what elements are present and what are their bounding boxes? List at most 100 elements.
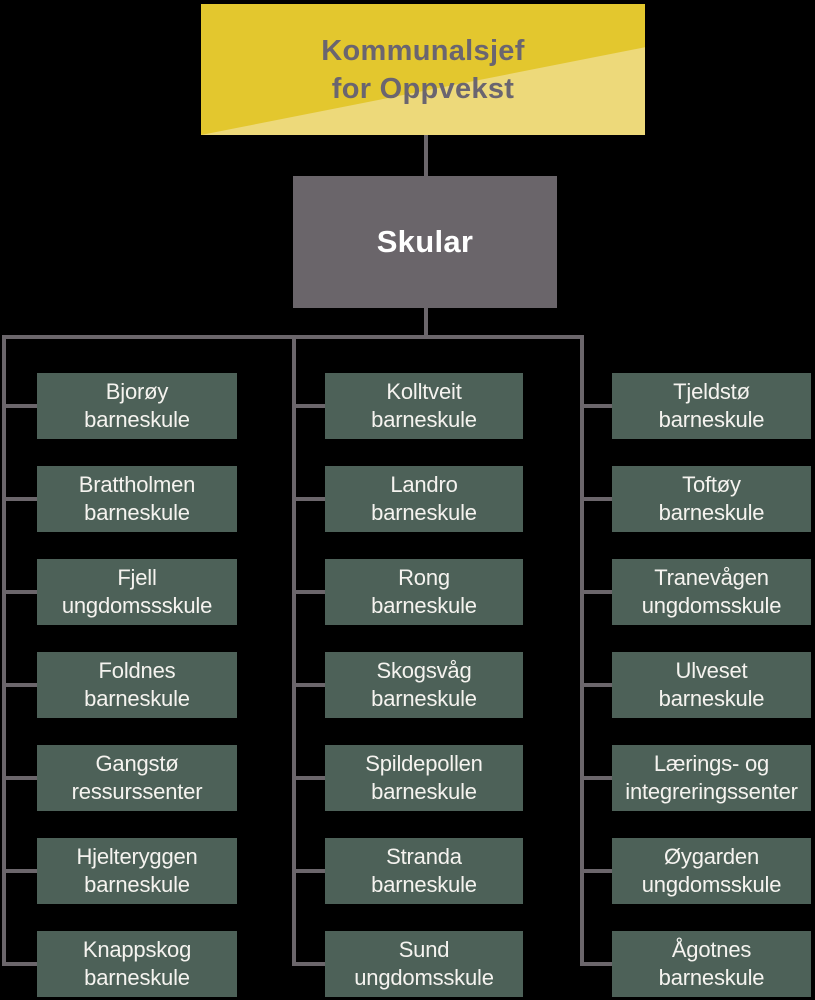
school-box: Fjell ungdomssskule — [37, 559, 237, 625]
school-box-line2: barneskule — [84, 686, 190, 711]
school-box-label: Spildepollen barneskule — [365, 750, 483, 806]
school-box-line1: Ulveset — [675, 658, 748, 683]
school-box: Ågotnes barneskule — [612, 931, 811, 997]
school-box-label: Tjeldstø barneskule — [659, 378, 765, 434]
school-box-line2: barneskule — [84, 407, 190, 432]
school-box-line2: barneskule — [371, 407, 477, 432]
connector-stub-col2-row3 — [292, 590, 325, 594]
school-box: Tjeldstø barneskule — [612, 373, 811, 439]
school-box: Toftøy barneskule — [612, 466, 811, 532]
school-box-label: Hjelteryggen barneskule — [76, 843, 197, 899]
school-box-line1: Sund — [398, 937, 450, 962]
school-box-line2: barneskule — [371, 686, 477, 711]
connector-stub-col2-row6 — [292, 869, 325, 873]
school-box-line1: Skogsvåg — [376, 658, 472, 683]
connector-rail-col1 — [2, 335, 6, 966]
school-box-line1: Øygarden — [663, 844, 759, 869]
school-box-line2: ungdomsskule — [641, 872, 782, 897]
school-box-label: Fjell ungdomssskule — [62, 564, 212, 620]
connector-stub-col1-row1 — [2, 404, 37, 408]
school-box-line2: barneskule — [84, 500, 190, 525]
school-box: Sund ungdomsskule — [325, 931, 523, 997]
school-box-label: Stranda barneskule — [371, 843, 477, 899]
connector-root-to-level2 — [424, 135, 428, 176]
school-box-label: Ågotnes barneskule — [659, 936, 765, 992]
connector-stub-col3-row4 — [580, 683, 612, 687]
connector-rail-col3 — [580, 335, 584, 966]
school-box: Tranevågen ungdomsskule — [612, 559, 811, 625]
school-box-label: Ulveset barneskule — [659, 657, 765, 713]
school-box-line2: barneskule — [658, 686, 765, 711]
school-box-line1: Hjelteryggen — [76, 844, 198, 869]
school-box-line1: Toftøy — [682, 472, 741, 497]
connector-stub-col1-row2 — [2, 497, 37, 501]
school-box: Brattholmen barneskule — [37, 466, 237, 532]
school-box-label: Sund ungdomsskule — [354, 936, 494, 992]
school-box: Øygarden ungdomsskule — [612, 838, 811, 904]
school-box-line1: Landro — [390, 472, 458, 497]
connector-stub-col2-row1 — [292, 404, 325, 408]
connector-stub-col3-row6 — [580, 869, 612, 873]
school-box: Gangstø ressurssenter — [37, 745, 237, 811]
connector-stub-col3-row1 — [580, 404, 612, 408]
school-box: Stranda barneskule — [325, 838, 523, 904]
school-box: Foldnes barneskule — [37, 652, 237, 718]
school-box-line1: Fjell — [117, 565, 157, 590]
school-box-line2: ungdomsskule — [354, 965, 494, 990]
connector-stub-col2-row7 — [292, 962, 325, 966]
school-box-label: Brattholmen barneskule — [78, 471, 196, 527]
school-box-line1: Bjorøy — [105, 379, 169, 404]
school-box-line1: Spildepollen — [365, 751, 483, 776]
connector-stub-col3-row2 — [580, 497, 612, 501]
root-title-line2: for Oppvekst — [331, 72, 515, 105]
connector-stub-col3-row3 — [580, 590, 612, 594]
school-box-line2: integreringssenter — [625, 779, 798, 804]
school-box-line1: Gangstø — [95, 751, 179, 776]
school-box-label: Tranevågen ungdomsskule — [641, 564, 782, 620]
school-box-label: Gangstø ressurssenter — [72, 750, 203, 806]
school-box-line2: ressurssenter — [71, 779, 203, 804]
school-box-line1: Knappskog — [82, 937, 192, 962]
school-box-line2: barneskule — [371, 872, 477, 897]
school-box-line1: Tranevågen — [654, 565, 769, 590]
school-box: Bjorøy barneskule — [37, 373, 237, 439]
school-box-line2: ungdomsskule — [641, 593, 782, 618]
school-box-line1: Ågotnes — [671, 937, 752, 962]
school-box-label: Toftøy barneskule — [659, 471, 765, 527]
connector-stub-col2-row2 — [292, 497, 325, 501]
root-box-title: Kommunalsjef for Oppvekst — [321, 32, 524, 108]
connector-level2-to-distributor — [424, 308, 428, 339]
level2-box: Skular — [293, 176, 557, 308]
level2-label: Skular — [376, 224, 474, 259]
school-box-line1: Rong — [398, 565, 450, 590]
school-box-line1: Foldnes — [98, 658, 176, 683]
school-box-line2: barneskule — [658, 965, 765, 990]
school-box-line2: barneskule — [84, 872, 190, 897]
school-box-label: Skogsvåg barneskule — [371, 657, 477, 713]
school-box: Skogsvåg barneskule — [325, 652, 523, 718]
school-box-line1: Tjeldstø — [673, 379, 750, 404]
connector-stub-col1-row3 — [2, 590, 37, 594]
school-box-line2: barneskule — [658, 500, 765, 525]
connector-stub-col1-row4 — [2, 683, 37, 687]
school-box-label: Øygarden ungdomsskule — [641, 843, 782, 899]
connector-rail-col2 — [292, 335, 296, 966]
connector-stub-col2-row5 — [292, 776, 325, 780]
school-box-line2: barneskule — [658, 407, 765, 432]
school-box-line1: Stranda — [386, 844, 462, 869]
school-box-line2: barneskule — [371, 779, 477, 804]
connector-stub-col1-row5 — [2, 776, 37, 780]
school-box-label: Bjorøy barneskule — [84, 378, 190, 434]
school-box-line2: ungdomssskule — [61, 593, 213, 618]
school-box-line1: Brattholmen — [78, 472, 196, 497]
